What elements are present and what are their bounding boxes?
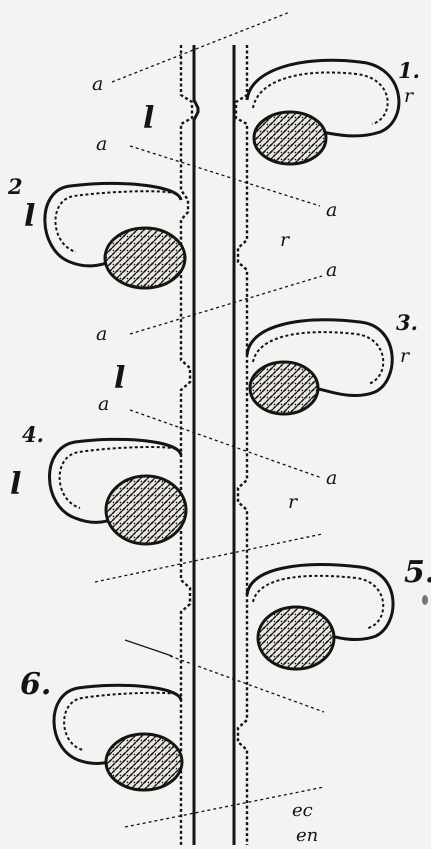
label-a: a <box>326 199 337 221</box>
label-a: a <box>98 393 109 415</box>
leader-line-solid <box>125 640 172 656</box>
right-segment-3 <box>247 320 392 414</box>
segment-nucleus <box>106 734 182 790</box>
segment-nucleus <box>105 228 185 288</box>
label-a: a <box>326 467 337 489</box>
label-r: r <box>288 491 299 513</box>
label-a: a <box>96 133 107 155</box>
label-segment-1: 1. <box>398 58 420 83</box>
left-segment-4 <box>49 439 186 544</box>
segment-nucleus <box>250 362 318 414</box>
segment-nucleus <box>254 112 326 164</box>
label-segment-6: 6. <box>20 667 51 702</box>
tube-wall-left <box>181 45 192 845</box>
label-r: r <box>280 229 291 251</box>
central-tube <box>181 45 247 845</box>
label-segment-5: 5. <box>404 555 431 590</box>
ink-spot <box>422 595 428 605</box>
left-segment-2 <box>45 184 185 288</box>
labels: 1. 2 3. 4. 5. 6. a a a a a a a l l l l r… <box>7 58 431 846</box>
label-segment-4: 4. <box>22 422 44 447</box>
tube-wall-right <box>236 45 247 845</box>
label-l: l <box>143 101 154 136</box>
segment-nucleus <box>106 476 186 544</box>
left-segment-6 <box>54 685 182 790</box>
label-r: r <box>400 345 411 367</box>
label-a: a <box>96 323 107 345</box>
label-ec: ec <box>292 800 313 821</box>
segment-nucleus <box>258 607 334 669</box>
label-en: en <box>296 825 318 846</box>
label-l: l <box>10 467 21 502</box>
label-a: a <box>92 73 103 95</box>
label-l: l <box>114 361 125 396</box>
right-segment-1 <box>247 60 399 164</box>
label-segment-3: 3. <box>396 310 418 335</box>
right-segment-5 <box>247 565 393 669</box>
tube-wall-left-inner <box>194 45 198 845</box>
label-l: l <box>24 199 35 234</box>
label-r: r <box>404 85 415 107</box>
label-segment-2: 2 <box>7 174 23 199</box>
label-a: a <box>326 259 337 281</box>
